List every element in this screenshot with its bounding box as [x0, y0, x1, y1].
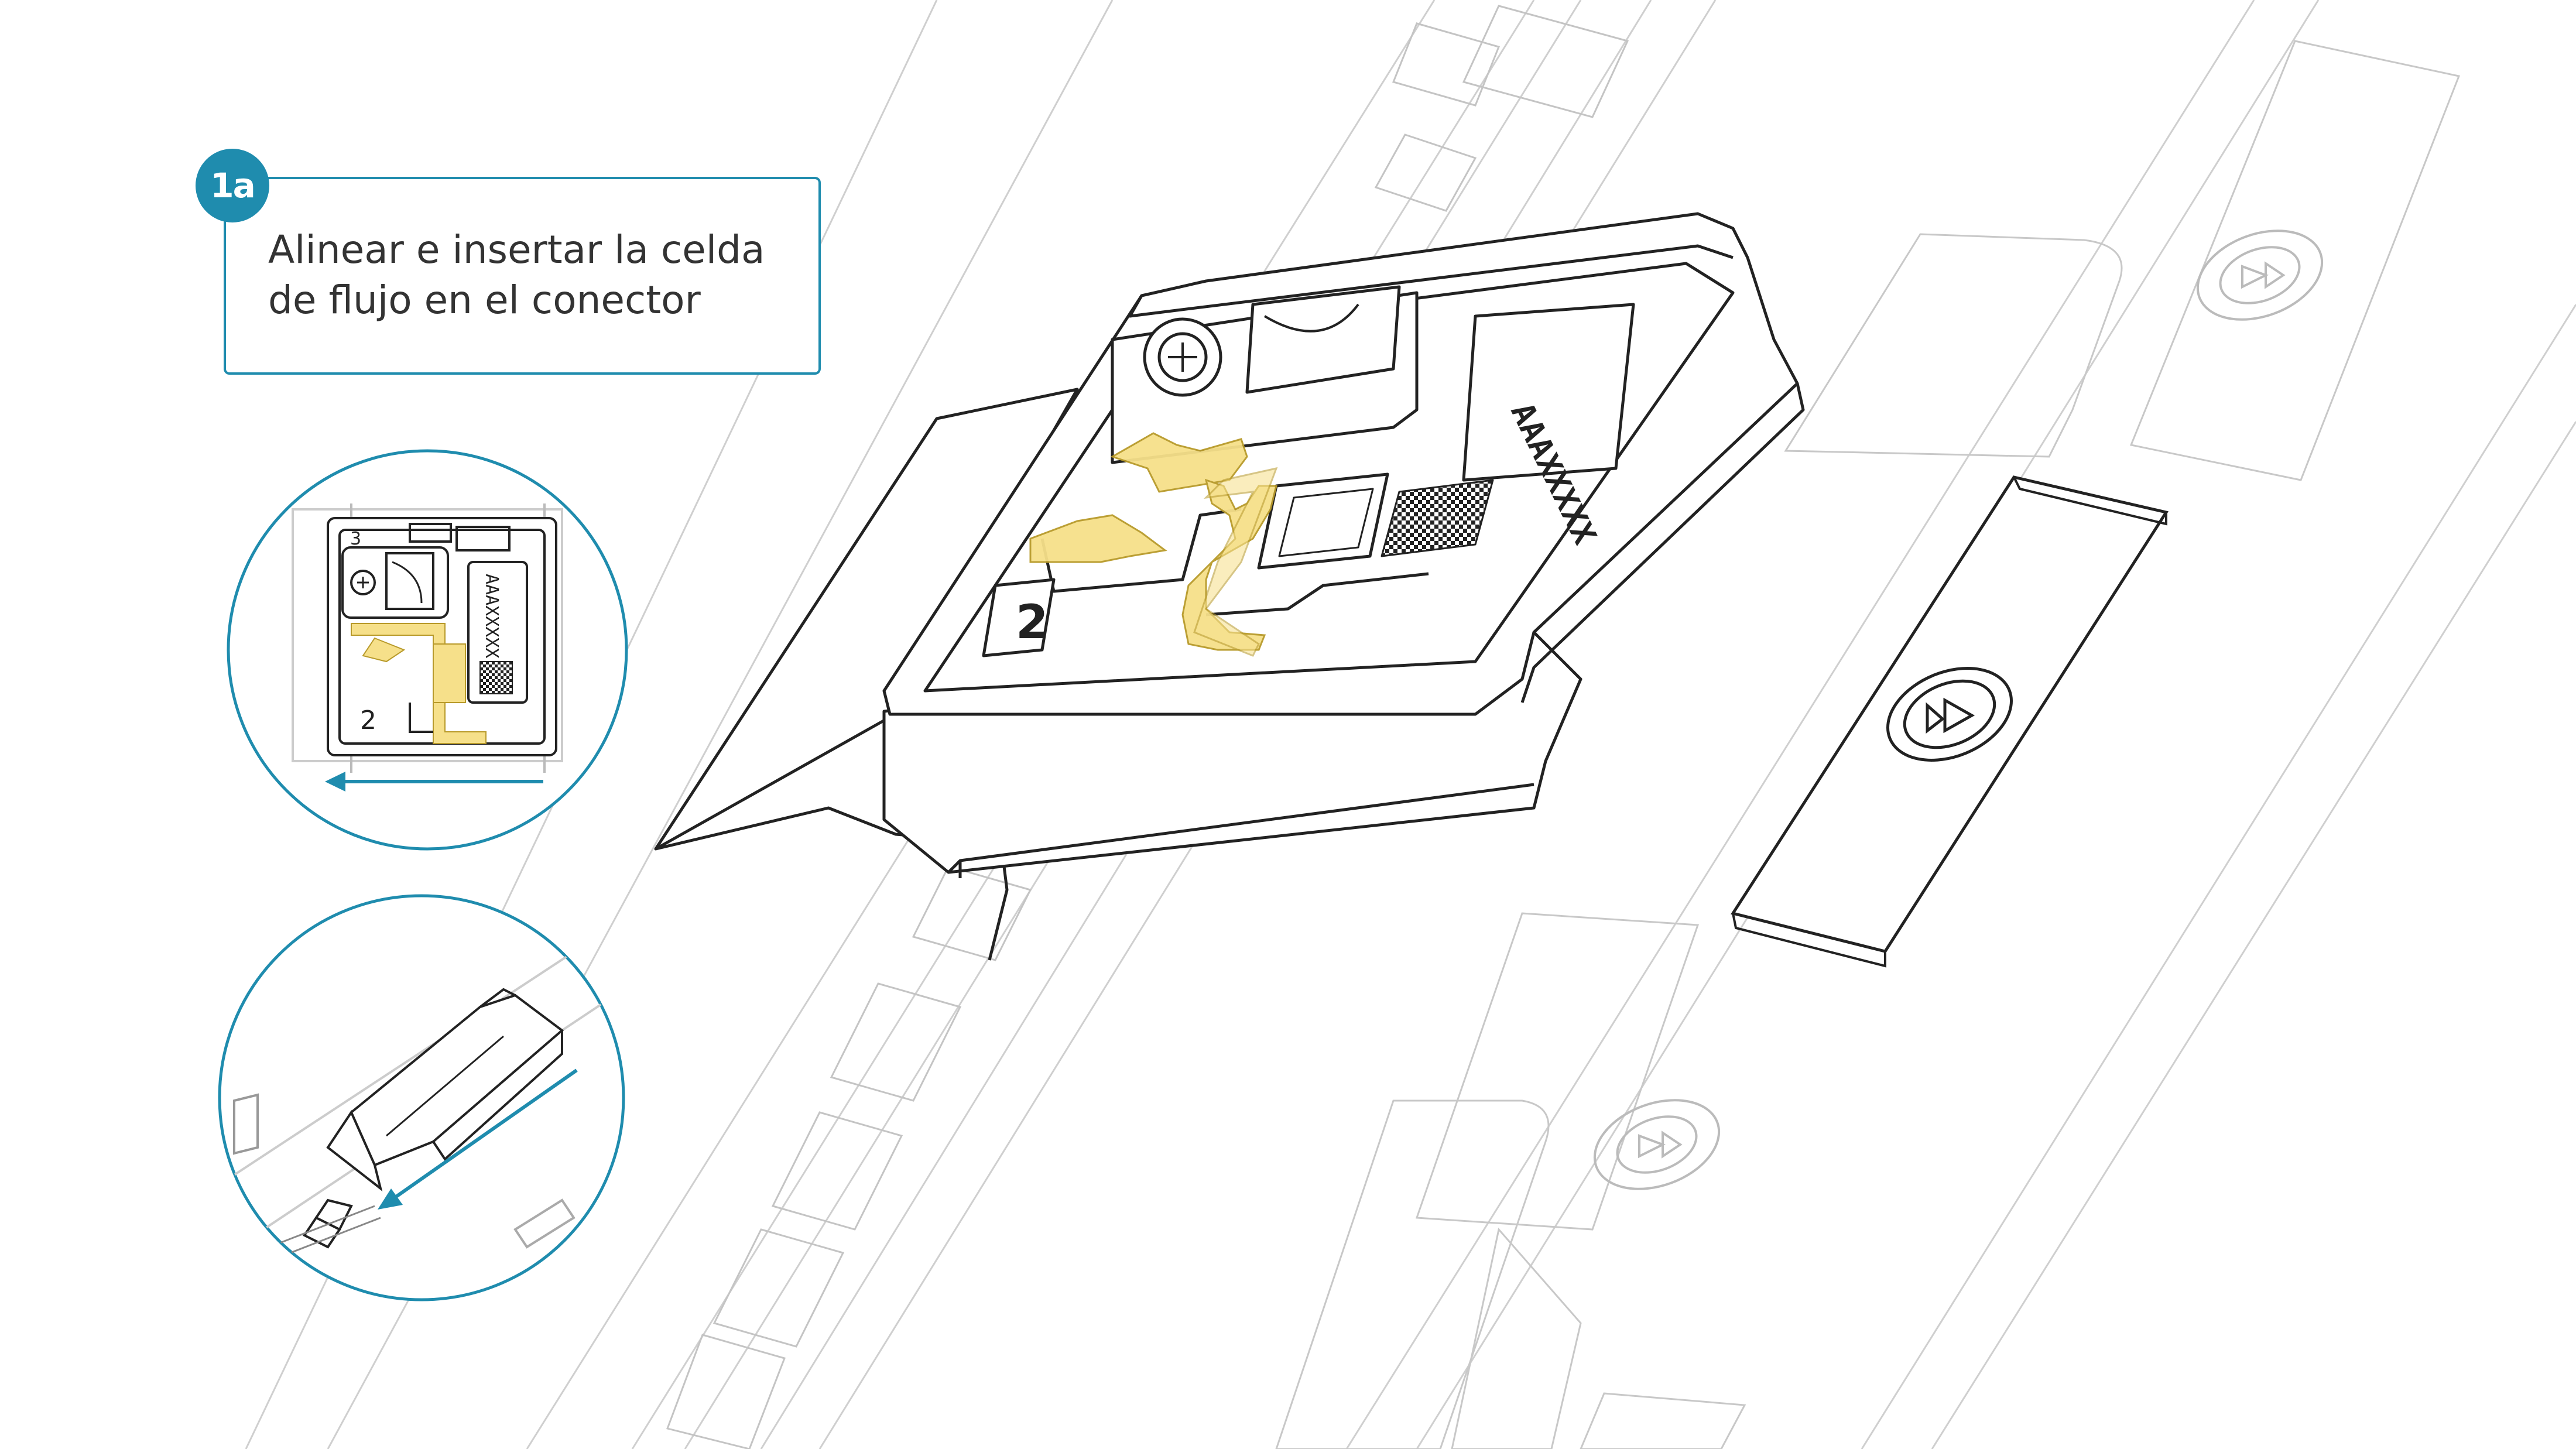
zoom-circle-top-view: AAAXXXXX 2 3	[227, 449, 628, 851]
slot-cover	[1731, 475, 2169, 968]
step-instruction-line2: de flujo en el conector	[268, 278, 701, 323]
slot-number-zoom: 2	[360, 705, 376, 735]
flow-cell: AAAXXXXX 2	[654, 212, 1805, 961]
slot-number: 2	[982, 578, 1056, 657]
arrow-left-icon	[325, 772, 543, 792]
step-callout	[224, 177, 821, 375]
svg-text:2: 2	[1016, 595, 1049, 649]
step-number-badge: 1a	[196, 149, 269, 222]
play-icon	[1593, 1099, 1721, 1190]
play-icon	[2196, 229, 2324, 321]
tab-number-zoom: 3	[350, 529, 361, 549]
connector-mechanism	[666, 5, 1629, 1449]
arrow-down-left-icon	[378, 1068, 578, 1210]
datamatrix-icon	[1381, 479, 1494, 557]
play-icon[interactable]	[1874, 651, 2025, 777]
fluid-channel	[1029, 432, 1278, 657]
step-instruction: Alinear e insertar la celda de flujo en …	[268, 225, 795, 326]
datamatrix-icon	[479, 661, 513, 694]
flowcell-serial-zoom: AAAXXXXX	[481, 574, 502, 659]
zoom-circle-side-view	[218, 894, 625, 1301]
step-instruction-line1: Alinear e insertar la celda	[268, 227, 765, 272]
background-slots	[1275, 40, 2461, 1449]
